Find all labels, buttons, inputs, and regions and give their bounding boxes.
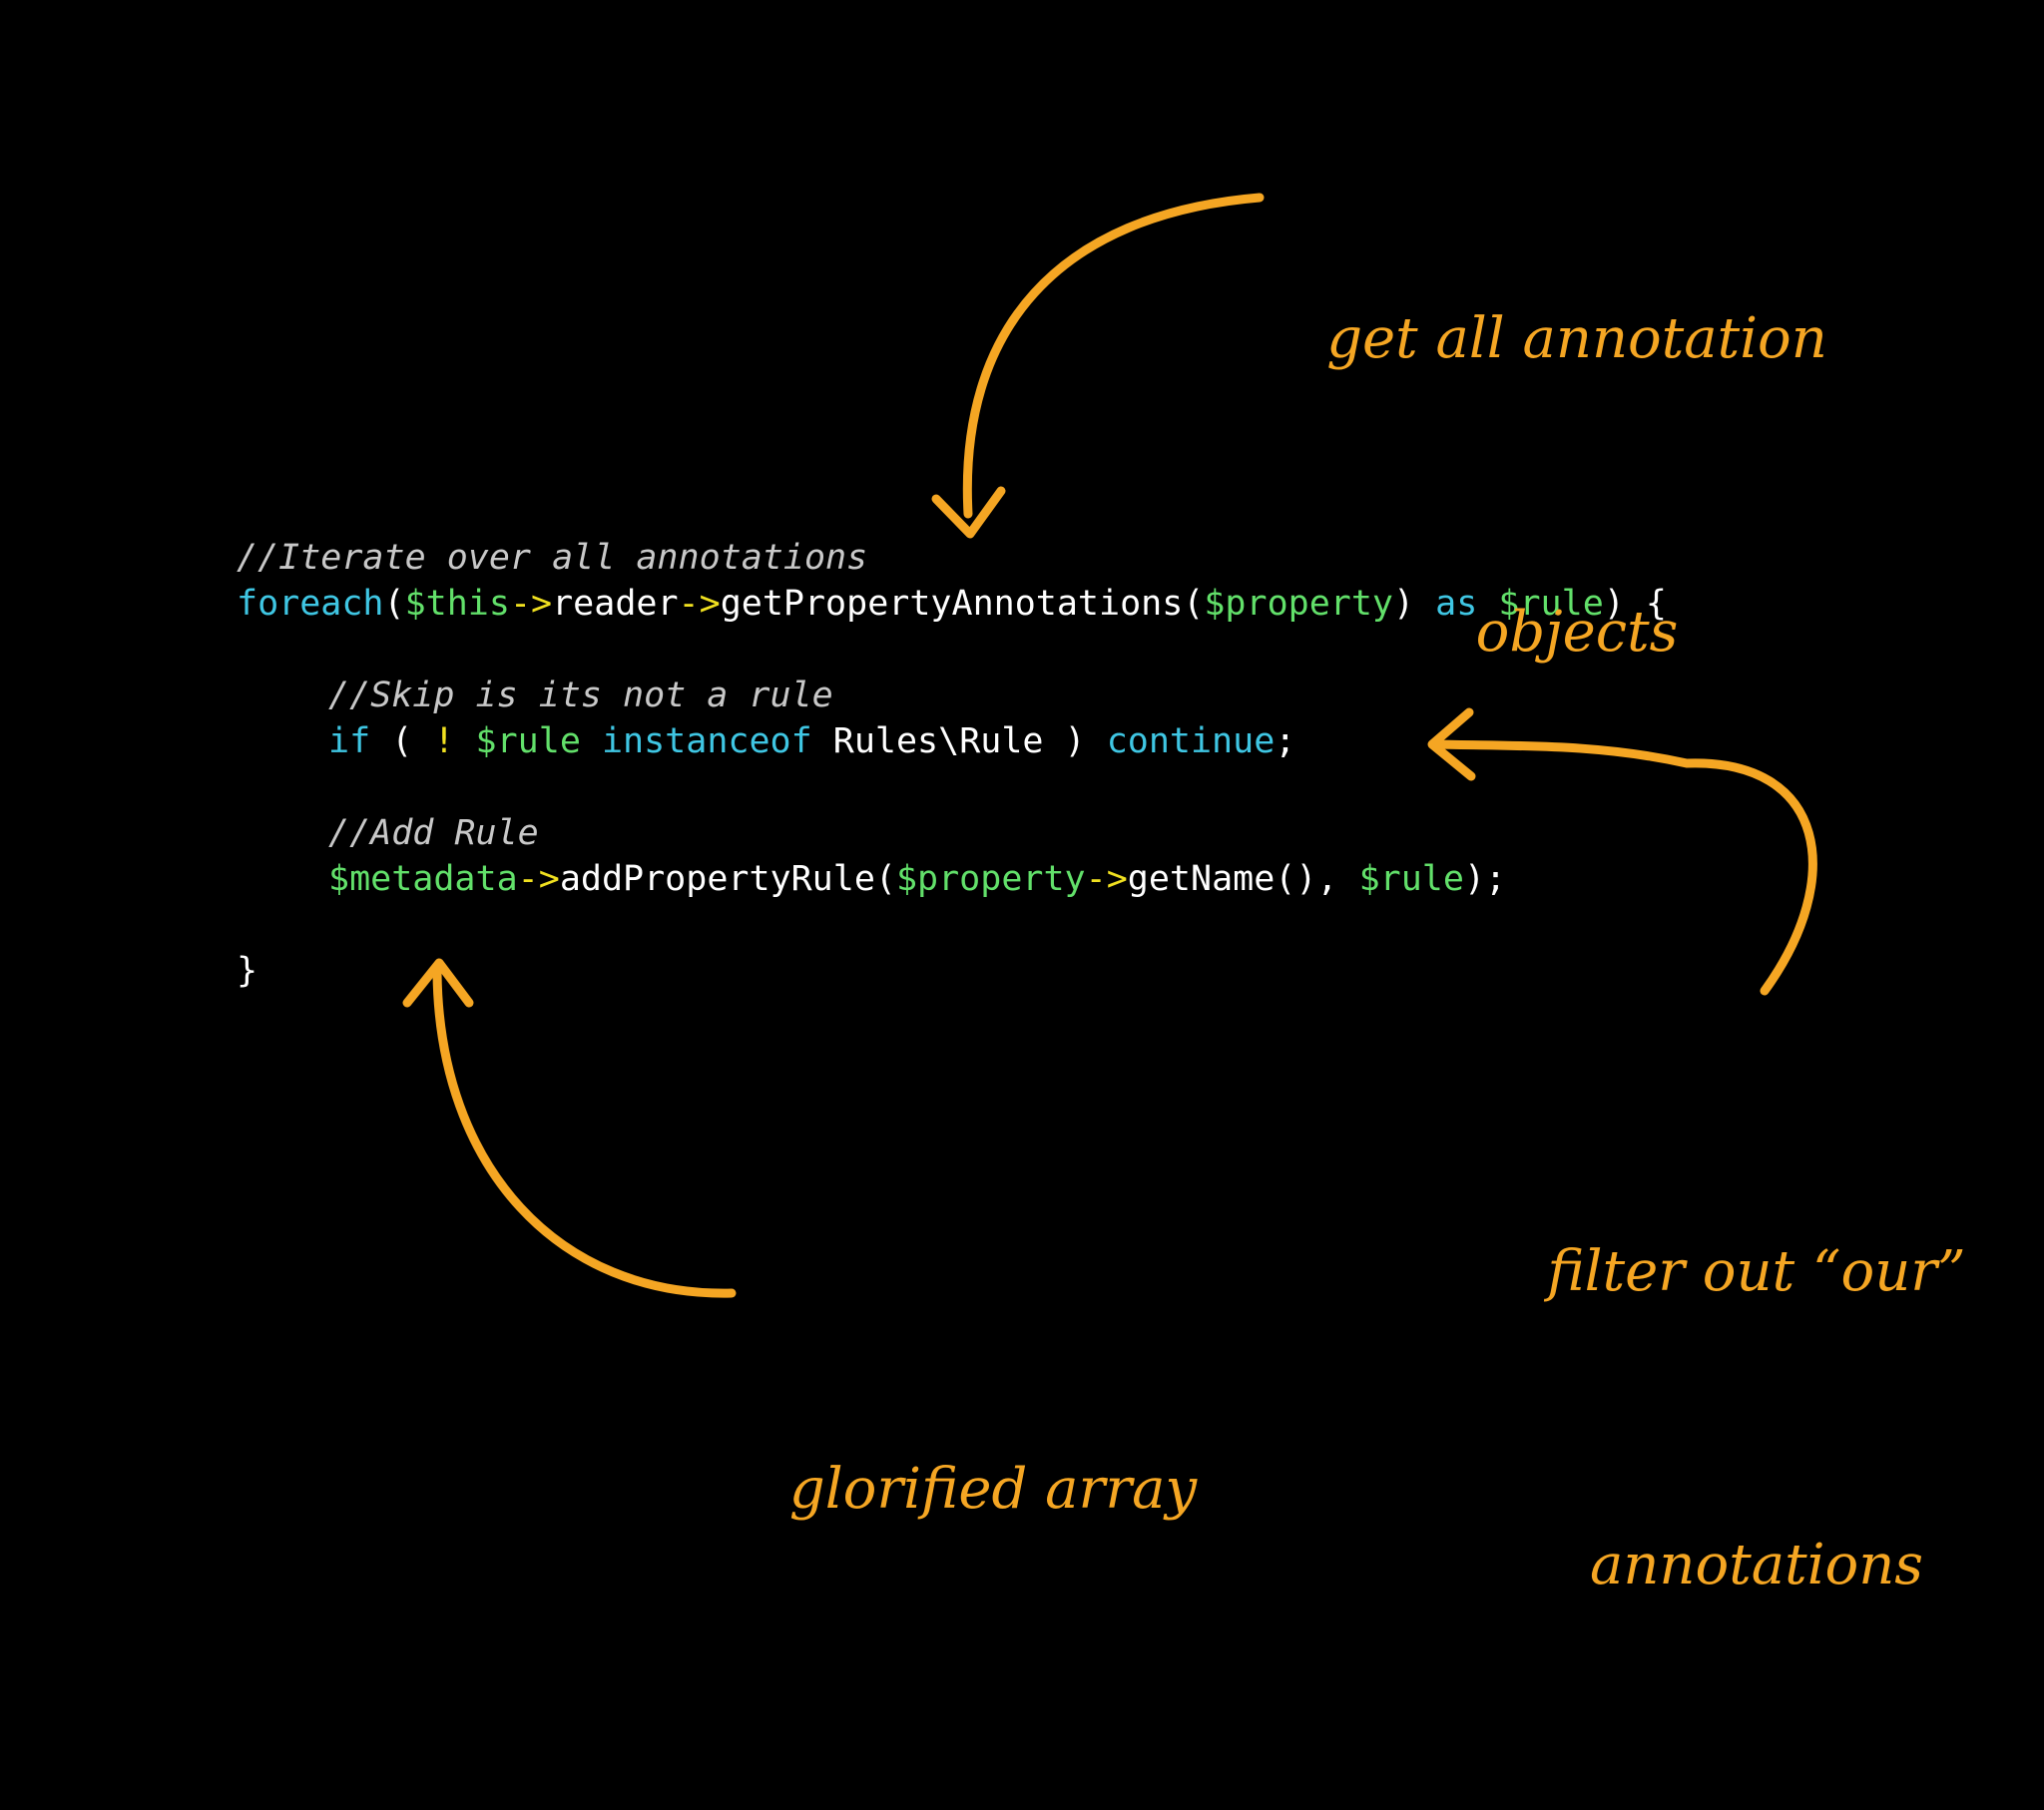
code-token: $this (404, 584, 510, 624)
code-token: -> (678, 584, 721, 624)
closing-brace: } (237, 951, 258, 991)
code-token: ( (370, 721, 434, 761)
code-token: addPropertyRule( (559, 859, 896, 899)
annotation-arrows (402, 193, 1817, 1298)
code-token: $rule (1358, 859, 1464, 899)
code-token: $rule (1498, 584, 1604, 624)
arrowhead-get-all-icon (931, 486, 1006, 539)
code-token: getPropertyAnnotations( (720, 584, 1205, 624)
code-line-if: if ( ! $rule instanceof Rules\Rule ) con… (237, 718, 1667, 764)
arrowhead-glorified-icon (402, 958, 474, 1008)
code-token: continue (1106, 721, 1276, 761)
code-token: ) { (1603, 584, 1667, 624)
note-glorified-line1: glorified array (788, 1457, 1198, 1522)
arrow-get-all-icon (962, 193, 1265, 519)
code-token: ! (433, 721, 455, 761)
comment-iterate: //Iterate over all annotations (237, 538, 868, 578)
arrowhead-filter-icon (1427, 707, 1476, 781)
code-line-add: $metadata->addPropertyRule($property->ge… (237, 856, 1667, 902)
comment-add: //Add Rule (328, 813, 539, 853)
code-token: ; (1275, 721, 1296, 761)
code-token: ); (1463, 859, 1507, 899)
code-token: $metadata (328, 859, 518, 899)
code-token: -> (509, 584, 553, 624)
note-get-all-annotations: get all annotation objects (1297, 95, 1856, 877)
code-token: instanceof (601, 721, 812, 761)
code-token: Rules\Rule ) (811, 721, 1107, 761)
code-token: $property (895, 859, 1086, 899)
code-token: -> (1085, 859, 1128, 899)
code-token: reader (552, 584, 679, 624)
code-token: as (1435, 584, 1478, 624)
code-token: $property (1204, 584, 1394, 624)
code-token: foreach (237, 584, 384, 624)
note-glorified-array: glorified array (759, 1245, 1228, 1734)
code-token: ( (383, 584, 405, 624)
code-token: $rule (475, 721, 581, 761)
code-token: if (328, 721, 371, 761)
note-get-all-line1: get all annotation (1326, 306, 1827, 371)
code-line-foreach: foreach($this->reader->getPropertyAnnota… (237, 581, 1667, 627)
code-token: -> (517, 859, 560, 899)
note-get-all-line2: objects (1475, 600, 1679, 665)
comment-skip: //Skip is its not a rule (328, 676, 833, 715)
code-token: ) (1393, 584, 1436, 624)
arrow-filter-icon (1432, 739, 1817, 996)
note-filter-line1: filter out “our” (1547, 1239, 1966, 1304)
code-token: getName(), (1127, 859, 1359, 899)
arrow-glorified-icon (432, 968, 737, 1298)
